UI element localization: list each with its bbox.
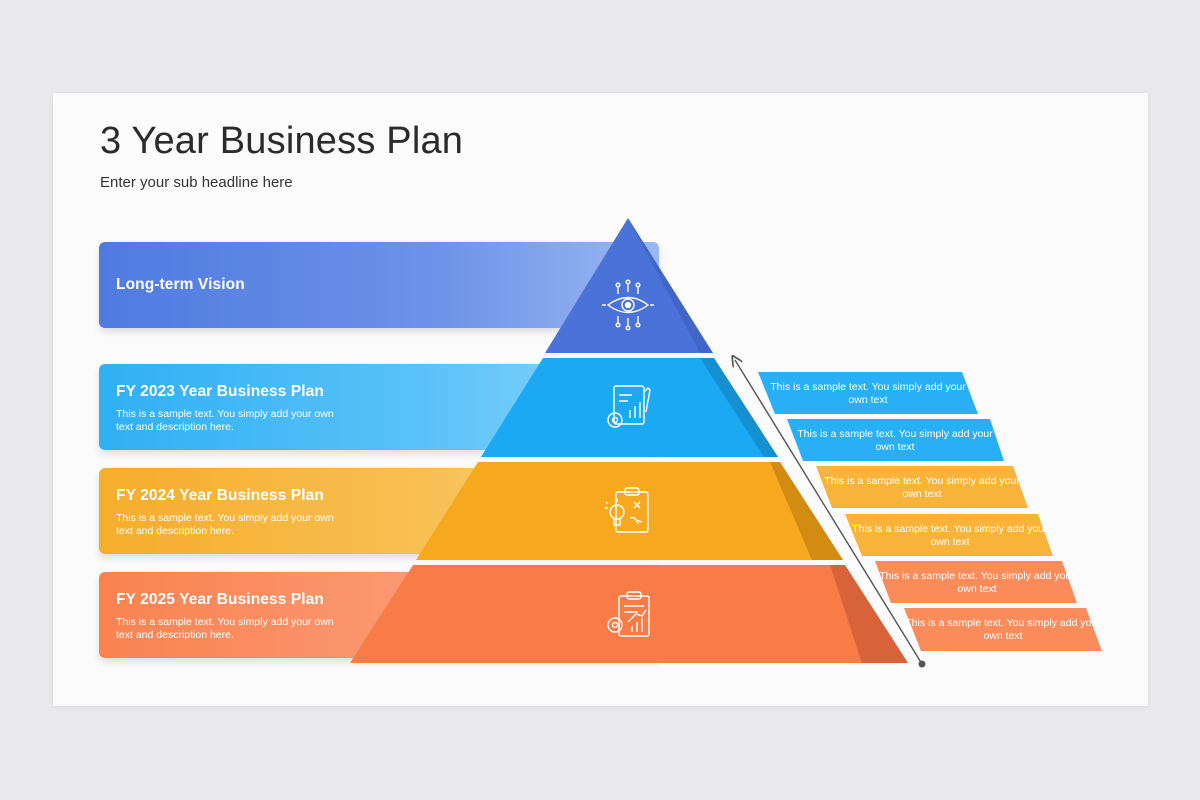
pyramid-level-fy2025 — [350, 565, 908, 663]
side-note-shape — [875, 561, 1077, 603]
side-note-shape — [845, 514, 1053, 556]
band-description: This is a sample text. You simply add yo… — [116, 616, 334, 641]
side-note-shape — [787, 419, 1004, 461]
side-note-text: This is a sample text. You simply add yo… — [824, 475, 1020, 500]
pyramid-level-fy2024 — [416, 462, 843, 560]
band-long-term-vision: Long-term Vision — [99, 242, 659, 328]
eye-circuit-icon — [602, 279, 654, 331]
clipboard-idea-icon — [605, 487, 649, 533]
pyramid-level-fy2023 — [481, 358, 778, 457]
pyramid-level-vision — [545, 218, 713, 353]
side-note-text: This is a sample text. You simply add yo… — [770, 381, 966, 406]
side-note-text: This is a sample text. You simply add yo… — [797, 428, 993, 453]
growth-arrow — [735, 360, 926, 668]
band-title: FY 2023 Year Business Plan — [116, 383, 324, 400]
side-note-text: This is a sample text. You simply add yo… — [905, 617, 1101, 642]
band-description: This is a sample text. You simply add yo… — [116, 512, 334, 537]
document-chart-icon — [607, 385, 651, 428]
band-title: FY 2024 Year Business Plan — [116, 487, 324, 504]
side-note-shape — [904, 608, 1102, 651]
side-note-shape — [816, 466, 1028, 508]
band-title: Long-term Vision — [116, 276, 245, 293]
page-subtitle: Enter your sub headline here — [100, 174, 293, 191]
band-title: FY 2025 Year Business Plan — [116, 591, 324, 608]
side-note-text: This is a sample text. You simply add yo… — [879, 570, 1075, 595]
page-title: 3 Year Business Plan — [100, 120, 464, 162]
side-note-shape — [758, 372, 978, 414]
clipboard-growth-icon — [607, 591, 650, 637]
band-description: This is a sample text. You simply add yo… — [116, 408, 334, 433]
side-note-text: This is a sample text. You simply add yo… — [852, 523, 1048, 548]
